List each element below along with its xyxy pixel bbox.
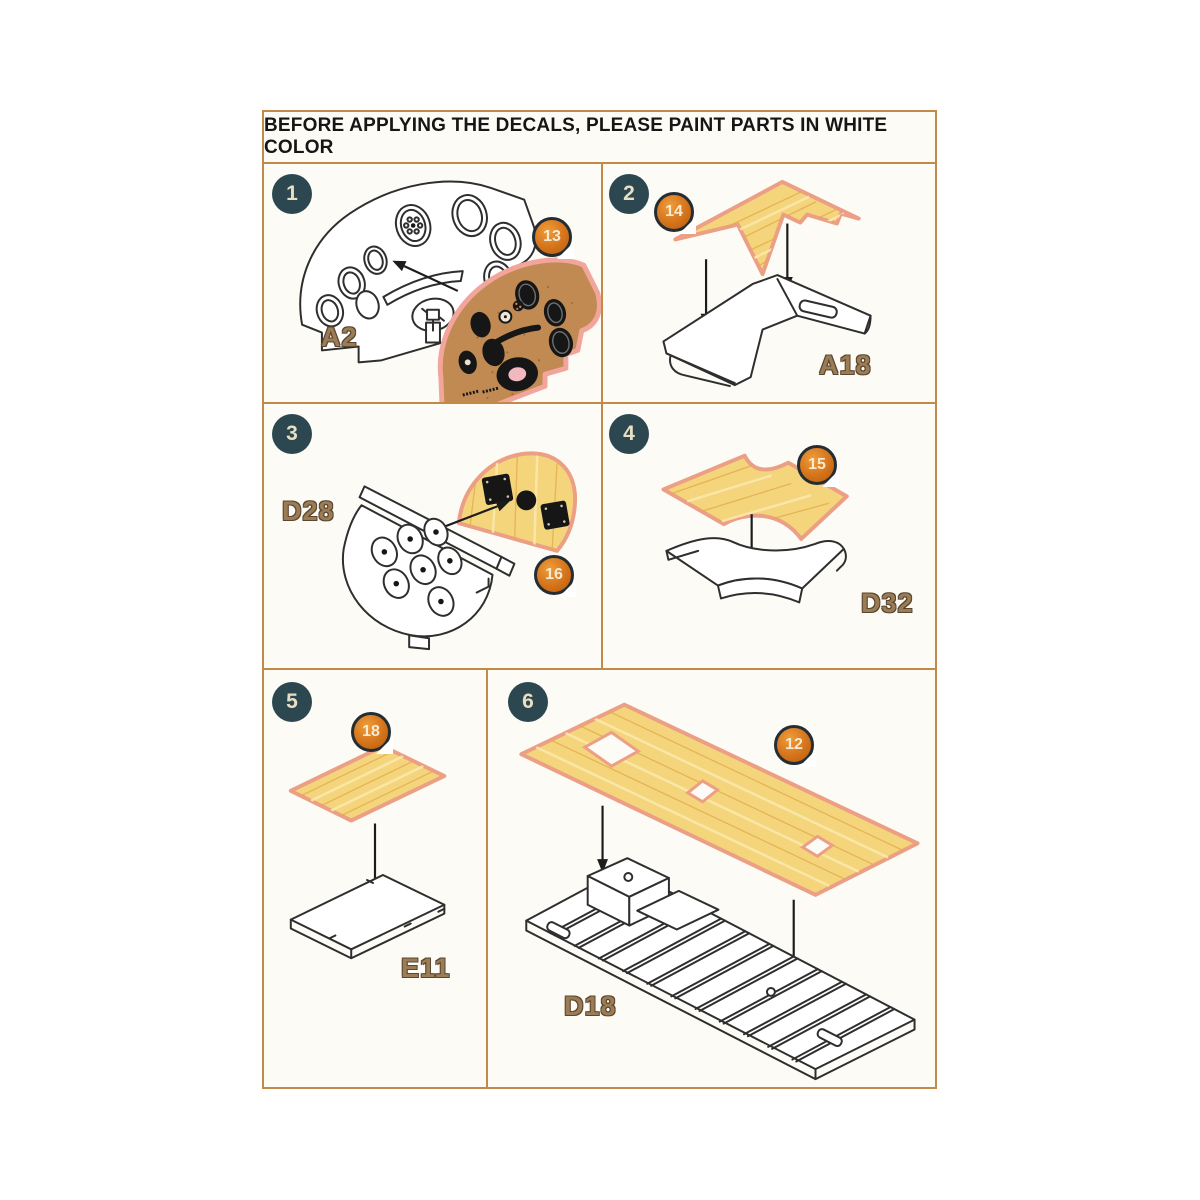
panel-2-artwork bbox=[662, 179, 872, 388]
part-a18-line-art bbox=[662, 274, 872, 388]
decal-number: 12 bbox=[785, 736, 803, 753]
part-d32-line-art bbox=[665, 537, 847, 604]
instruction-title: BEFORE APPLYING THE DECALS, PLEASE PAINT… bbox=[264, 115, 888, 158]
step-number: 4 bbox=[623, 422, 635, 445]
header-banner: BEFORE APPLYING THE DECALS, PLEASE PAINT… bbox=[264, 112, 935, 164]
decal-number-badge: 15 bbox=[797, 445, 837, 485]
decal-12-sticker-art bbox=[519, 702, 920, 897]
step-panel-5: 5 18 E11 bbox=[264, 670, 488, 1087]
step-panel-3: 3 16 D28 bbox=[264, 404, 603, 670]
decal-number-badge: 12 bbox=[774, 725, 814, 765]
part-label: A18 bbox=[819, 350, 872, 380]
decal-number: 18 bbox=[362, 723, 380, 740]
step-number: 6 bbox=[522, 690, 534, 713]
step-panel-6: 6 12 D18 bbox=[488, 670, 935, 1087]
part-label: E11 bbox=[401, 953, 451, 983]
step-number-badge: 1 bbox=[272, 174, 312, 214]
step-panel-1: 1 13 A2 bbox=[264, 164, 603, 404]
panel-3-artwork bbox=[341, 451, 577, 651]
panel-6-artwork bbox=[519, 702, 920, 1081]
step-panel-4: 4 15 D32 bbox=[603, 404, 935, 670]
decal-18-sticker-art bbox=[288, 744, 447, 823]
step-number: 2 bbox=[623, 182, 635, 205]
part-label: A2 bbox=[321, 322, 358, 352]
step-number-badge: 2 bbox=[609, 174, 649, 214]
step-number: 1 bbox=[286, 182, 298, 205]
decal-number-badge: 16 bbox=[534, 555, 574, 595]
step-number: 5 bbox=[286, 690, 298, 713]
panel-5-artwork bbox=[288, 744, 447, 960]
part-e11-line-art bbox=[289, 874, 446, 960]
part-label: D18 bbox=[564, 991, 617, 1021]
instruction-sheet: BEFORE APPLYING THE DECALS, PLEASE PAINT… bbox=[262, 110, 937, 1089]
step-number-badge: 5 bbox=[272, 682, 312, 722]
step-panel-2: 2 14 A18 bbox=[603, 164, 935, 404]
decal-number: 15 bbox=[808, 456, 826, 473]
step-number-badge: 6 bbox=[508, 682, 548, 722]
assembly-arrow bbox=[392, 260, 459, 292]
decal-number: 13 bbox=[543, 228, 561, 245]
panel-4-artwork bbox=[661, 453, 849, 604]
decal-16-sticker-art bbox=[456, 451, 577, 553]
decal-number-badge: 18 bbox=[351, 712, 391, 752]
part-label: D32 bbox=[861, 588, 914, 618]
part-d28-line-art bbox=[341, 485, 516, 651]
part-d18-line-art bbox=[525, 857, 916, 1081]
step-number: 3 bbox=[286, 422, 298, 445]
panel-1-artwork bbox=[299, 180, 601, 402]
decal-number-badge: 13 bbox=[532, 217, 572, 257]
decal-number-badge: 14 bbox=[654, 192, 694, 232]
decal-number: 14 bbox=[665, 203, 683, 220]
step-number-badge: 4 bbox=[609, 414, 649, 454]
step-number-badge: 3 bbox=[272, 414, 312, 454]
part-label: D28 bbox=[282, 496, 335, 526]
decal-number: 16 bbox=[545, 566, 563, 583]
decal-14-sticker-art bbox=[673, 179, 861, 277]
decal-13-sticker-art bbox=[437, 257, 601, 402]
